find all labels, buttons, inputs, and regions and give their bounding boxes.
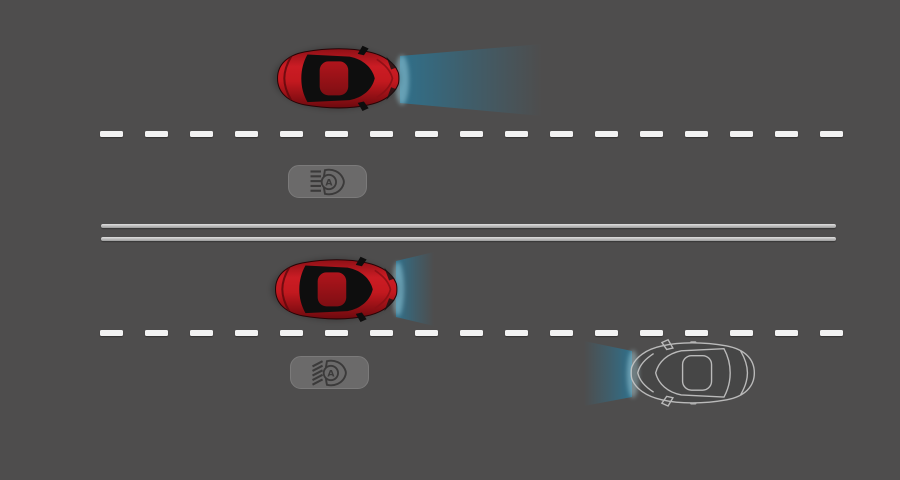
center-line-upper <box>101 224 836 228</box>
high-beam-cone <box>400 44 542 116</box>
center-line-lower <box>101 237 836 241</box>
indicator-letter-top: A <box>325 177 333 188</box>
lane-dash <box>550 131 573 137</box>
lane-dash <box>325 330 348 336</box>
lane-dash <box>595 131 618 137</box>
auto-dipped-beam-icon: A <box>311 359 347 386</box>
headlight-glow-bottom <box>392 262 404 316</box>
lane-dash <box>640 131 663 137</box>
lane-dash <box>190 330 213 336</box>
lane-dash <box>100 330 123 336</box>
lane-dash <box>505 330 528 336</box>
lane-dash <box>325 131 348 137</box>
lane-dash <box>415 330 438 336</box>
lane-dash <box>280 131 303 137</box>
lane-dash <box>415 131 438 137</box>
lane-dash <box>730 330 753 336</box>
lane-dash <box>190 131 213 137</box>
lane-dash <box>505 131 528 137</box>
lane-dash <box>145 330 168 336</box>
auto-dipped-beam-badge: A <box>290 356 369 389</box>
lane-dash <box>820 330 843 336</box>
indicator-letter-bottom: A <box>327 368 335 379</box>
lane-dash <box>595 330 618 336</box>
lane-dash <box>775 131 798 137</box>
oncoming-outline-car <box>630 339 756 407</box>
auto-high-beam-badge: A <box>288 165 367 198</box>
lane-dash <box>280 330 303 336</box>
center-double-line <box>101 224 836 241</box>
lane-dash <box>550 330 573 336</box>
lane-dash <box>235 131 258 137</box>
red-car-bottom-lane <box>271 257 397 322</box>
lane-dash <box>640 330 663 336</box>
red-car-top-lane <box>273 46 399 111</box>
lane-dash <box>145 131 168 137</box>
lane-dash <box>235 330 258 336</box>
headlight-glow-top <box>395 55 409 105</box>
lane-dash <box>820 131 843 137</box>
lane-dash <box>685 330 708 336</box>
lane-dash <box>460 131 483 137</box>
lane-dash <box>100 131 123 137</box>
lane-dashes-bottom <box>100 330 843 336</box>
lane-dashes-top <box>100 131 843 137</box>
lane-dash <box>775 330 798 336</box>
lane-dash <box>730 131 753 137</box>
lane-dash <box>370 131 393 137</box>
lane-dash <box>460 330 483 336</box>
auto-high-beam-icon: A <box>310 168 345 195</box>
lane-dash <box>370 330 393 336</box>
oncoming-dipped-beam-cone <box>584 341 632 406</box>
lane-dash <box>685 131 708 137</box>
dipped-beam-cone <box>396 252 434 326</box>
